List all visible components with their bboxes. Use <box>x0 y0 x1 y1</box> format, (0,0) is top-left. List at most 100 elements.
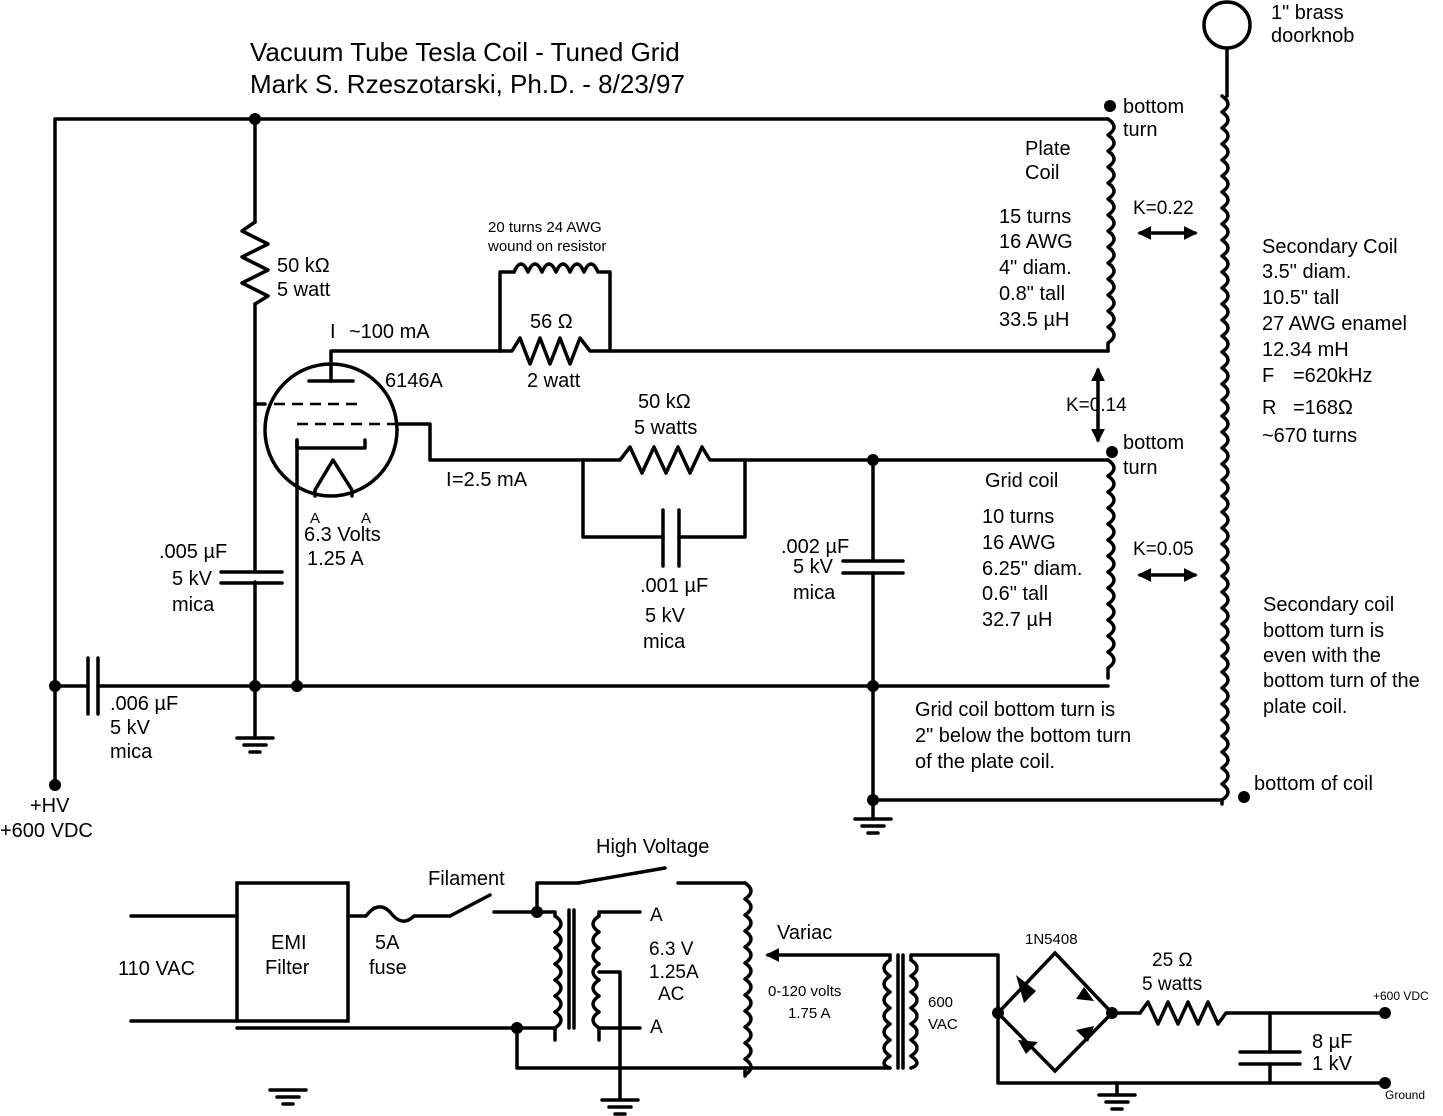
svg-text:0.6" tall: 0.6" tall <box>982 583 1048 605</box>
svg-text:12.34 mH: 12.34 mH <box>1262 339 1349 361</box>
svg-text:F: F <box>1262 365 1274 387</box>
svg-text:33.5 µH: 33.5 µH <box>999 309 1069 331</box>
hv-xfmr-voltage: 600 <box>928 994 953 1011</box>
grid-coil-note: Grid coil bottom turn is 2" below the bo… <box>915 699 1131 773</box>
grid-current-value: =2.5 mA <box>452 469 528 491</box>
r25-rating: 5 watts <box>1142 974 1202 995</box>
variac-range: 0-120 volts <box>768 983 841 1000</box>
svg-text:Secondary coil: Secondary coil <box>1263 594 1394 616</box>
diode-label: 1N5408 <box>1025 931 1078 948</box>
c006-type: mica <box>110 741 153 763</box>
plate-bottom-turn-1: bottom <box>1123 96 1184 118</box>
r-grid-rating: 5 watts <box>634 417 697 439</box>
plate-coil <box>1106 117 1116 353</box>
svg-text:16 AWG: 16 AWG <box>982 532 1056 554</box>
variac-label: Variac <box>777 922 832 944</box>
ac-input-label: 110 VAC <box>118 958 195 980</box>
k-plate-secondary: K=0.22 <box>1133 198 1194 219</box>
svg-text:16 AWG: 16 AWG <box>999 231 1073 253</box>
c001-voltage: 5 kV <box>645 605 686 627</box>
grid-bottom-turn-2: turn <box>1123 457 1157 479</box>
hv-switch-label: High Voltage <box>596 836 709 858</box>
r-grid-value: 50 kΩ <box>638 391 691 413</box>
junction-dots <box>49 100 1250 806</box>
svg-text:0.8" tall: 0.8" tall <box>999 283 1065 305</box>
main-wiring <box>53 47 1229 821</box>
title-line-2: Mark S. Rzeszotarski, Ph.D. - 8/23/97 <box>250 69 685 99</box>
filament-pin-a2: A <box>361 510 371 527</box>
svg-text:=620kHz: =620kHz <box>1293 365 1373 387</box>
output-cap-voltage: 1 kV <box>1312 1053 1353 1075</box>
plate-bottom-turn-2: turn <box>1123 119 1157 141</box>
svg-text:bottom turn of the: bottom turn of the <box>1263 670 1420 692</box>
fuse-label-2: fuse <box>369 957 407 979</box>
hv-voltage-label: +600 VDC <box>0 820 93 842</box>
psu-ground-symbols <box>268 1088 1137 1116</box>
variac-current: 1.75 A <box>788 1005 831 1022</box>
title-line-1: Vacuum Tube Tesla Coil - Tuned Grid <box>250 37 680 67</box>
grid-current-symbol: I <box>446 469 452 491</box>
svg-text:even with the: even with the <box>1263 645 1381 667</box>
c005-value: .005 µF <box>159 541 227 563</box>
filament-pin-a1: A <box>310 510 320 527</box>
grid-coil-title: Grid coil <box>985 470 1058 492</box>
coupling-arrows <box>1091 226 1198 582</box>
svg-text:4" diam.: 4" diam. <box>999 257 1072 279</box>
svg-text:of the plate coil.: of the plate coil. <box>915 751 1055 773</box>
fil-xfmr-current: 1.25A <box>649 962 699 983</box>
fil-xfmr-pin-a1: A <box>650 905 663 926</box>
filament-current: 1.25 A <box>307 548 364 570</box>
svg-text:bottom turn is: bottom turn is <box>1263 620 1384 642</box>
hv-xfmr-ac: VAC <box>928 1016 958 1033</box>
power-supply-wiring <box>129 866 1387 1102</box>
svg-text:Secondary Coil: Secondary Coil <box>1262 236 1398 258</box>
grid-coil <box>1106 458 1116 680</box>
plate-coil-title-2: Coil <box>1025 162 1059 184</box>
ground-symbols <box>235 736 893 835</box>
vacuum-tube-6146a <box>263 362 399 498</box>
c005-type: mica <box>172 594 215 616</box>
fil-xfmr-ac: AC <box>658 984 684 1005</box>
doorknob-terminal <box>1202 0 1252 50</box>
emi-label-1: EMI <box>271 932 307 954</box>
svg-text:10 turns: 10 turns <box>982 506 1054 528</box>
c002-type: mica <box>793 582 836 604</box>
plate-current-value: ~100 mA <box>349 321 430 343</box>
secondary-bottom-label: bottom of coil <box>1254 773 1373 795</box>
output-cap-value: 8 µF <box>1312 1031 1352 1053</box>
c006-value: .006 µF <box>110 693 178 715</box>
svg-text:Grid coil bottom turn is: Grid coil bottom turn is <box>915 699 1115 721</box>
plate-current-symbol: I <box>330 321 336 343</box>
filament-switch-label: Filament <box>428 868 505 890</box>
r25-value: 25 Ω <box>1152 950 1193 971</box>
svg-text:10.5" tall: 10.5" tall <box>1262 287 1339 309</box>
choke-label-2: wound on resistor <box>487 238 606 255</box>
tube-type-label: 6146A <box>385 370 443 392</box>
fil-xfmr-pin-a2: A <box>650 1017 663 1038</box>
svg-text:R: R <box>1262 397 1276 419</box>
fuse-label-1: 5A <box>375 932 400 954</box>
output-positive-label: +600 VDC <box>1373 989 1429 1003</box>
doorknob-label-2: doorknob <box>1271 25 1354 47</box>
svg-text:3.5" diam.: 3.5" diam. <box>1262 261 1351 283</box>
c005-voltage: 5 kV <box>172 568 213 590</box>
c002-value: .002 µF <box>781 536 849 558</box>
r56-value: 56 Ω <box>530 311 573 333</box>
svg-text:32.7 µH: 32.7 µH <box>982 609 1052 631</box>
svg-text:~670 turns: ~670 turns <box>1262 425 1357 447</box>
k-grid-secondary: K=0.05 <box>1133 539 1194 560</box>
emi-label-2: Filter <box>265 957 310 979</box>
c001-type: mica <box>643 631 686 653</box>
k-plate-grid: K=0.14 <box>1066 395 1127 416</box>
secondary-coil-note: Secondary coil bottom turn is even with … <box>1263 594 1420 718</box>
grid-bottom-turn-1: bottom <box>1123 432 1184 454</box>
plate-coil-title-1: Plate <box>1025 138 1071 160</box>
r56-rating: 2 watt <box>527 370 581 392</box>
svg-text:2" below the bottom turn: 2" below the bottom turn <box>915 725 1131 747</box>
svg-text:15 turns: 15 turns <box>999 206 1071 228</box>
r-plate-rating: 5 watt <box>277 279 331 301</box>
svg-text:=168Ω: =168Ω <box>1293 397 1353 419</box>
choke-label-1: 20 turns 24 AWG <box>488 219 602 236</box>
